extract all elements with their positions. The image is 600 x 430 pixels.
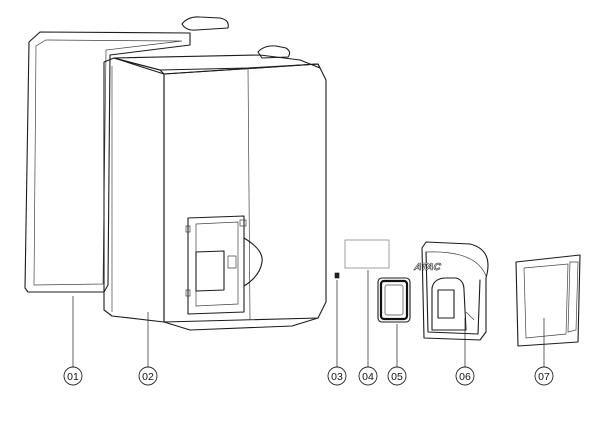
callout-03: 03 bbox=[327, 366, 347, 386]
leader-lines bbox=[72, 270, 545, 367]
callout-01: 01 bbox=[63, 366, 83, 386]
callout-05-label: 05 bbox=[391, 371, 403, 383]
callout-07: 07 bbox=[534, 366, 554, 386]
callout-06: 06 bbox=[455, 366, 475, 386]
callout-07-label: 07 bbox=[538, 371, 550, 383]
part-04-label-plate bbox=[344, 239, 390, 269]
part-05-window-gasket bbox=[377, 277, 411, 323]
part-02-main-housing bbox=[103, 45, 327, 331]
callout-04-label: 04 bbox=[362, 371, 374, 383]
callout-05: 05 bbox=[387, 366, 407, 386]
callout-02-label: 02 bbox=[142, 371, 154, 383]
callout-06-label: 06 bbox=[459, 371, 471, 383]
callouts: 01 02 03 04 05 06 07 bbox=[63, 366, 554, 386]
part-03-small-square bbox=[334, 272, 340, 279]
callout-01-label: 01 bbox=[67, 371, 79, 383]
part-07-side-panel bbox=[515, 254, 581, 347]
callout-02: 02 bbox=[138, 366, 158, 386]
part-06-front-cover: ATAC bbox=[412, 241, 489, 341]
part-01-back-frame bbox=[24, 16, 229, 293]
atac-logo: ATAC bbox=[413, 262, 443, 273]
callout-04: 04 bbox=[358, 366, 378, 386]
callout-03-label: 03 bbox=[331, 371, 343, 383]
